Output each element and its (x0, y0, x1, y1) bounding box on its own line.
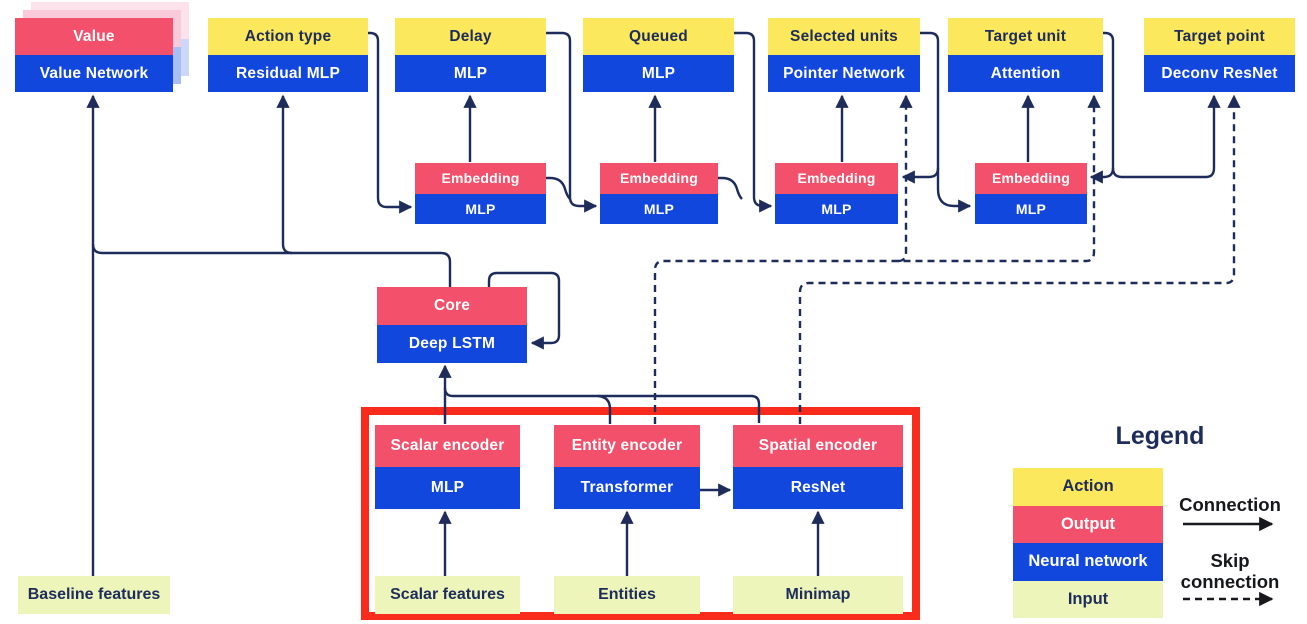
entity-encoder-block: Entity encoder Transformer (554, 425, 700, 509)
embedding-2-mlp-label: MLP (600, 193, 718, 224)
skip-spatial-to-deconv (798, 94, 1241, 424)
legend-swatches: Action Output Neural network Input (1013, 468, 1163, 618)
input-entities: Entities (554, 576, 700, 614)
legend-item-input: Input (1013, 580, 1163, 618)
transformer-label: Transformer (554, 467, 700, 509)
resnet-label: ResNet (733, 467, 903, 509)
target-unit-label: Target unit (948, 18, 1103, 55)
conn-emb1-out-merge (546, 176, 571, 200)
delay-mlp-label: MLP (395, 55, 546, 92)
legend-item-network: Neural network (1013, 543, 1163, 581)
conn-target-unit-to-deconv (1111, 94, 1221, 179)
conn-target-unit-down (1103, 31, 1115, 168)
selected-units-label: Selected units (768, 18, 920, 55)
core-label: Core (377, 287, 527, 325)
legend-skip-connection-label: Skip connection (1180, 550, 1280, 593)
embedding-3-label: Embedding (775, 163, 898, 194)
head-target-point: Target point Deconv ResNet (1144, 18, 1295, 92)
conn-encoder-rail (443, 387, 761, 423)
spatial-encoder-label: Spatial encoder (733, 425, 903, 467)
highlight-box (361, 407, 920, 620)
head-queued: Queued MLP (583, 18, 734, 92)
target-point-label: Target point (1144, 18, 1295, 55)
value-output-label: Value (15, 18, 173, 55)
embedding-1-label: Embedding (415, 163, 546, 194)
conn-core-to-left-rail (91, 243, 452, 287)
embedding-1-mlp-label: MLP (415, 193, 546, 224)
delay-label: Delay (395, 18, 546, 55)
conn-rail-to-action-type (276, 94, 293, 255)
embedding-1: Embedding MLP (415, 163, 546, 224)
input-baseline-features: Baseline features (18, 576, 170, 614)
conn-selected-units-down (920, 31, 940, 168)
legend-title: Legend (1115, 422, 1205, 450)
head-action-type: Action type Residual MLP (208, 18, 368, 92)
skip-entity-to-pointer (897, 94, 913, 263)
conn-delay-to-emb2 (546, 31, 598, 213)
skip-entity-to-attention (653, 94, 1101, 424)
conn-selected-units-to-emb4 (936, 168, 972, 213)
spatial-encoder-block: Spatial encoder ResNet (733, 425, 903, 509)
legend-connection-label: Connection (1179, 494, 1281, 515)
queued-mlp-label: MLP (583, 55, 734, 92)
conn-queued-to-emb3 (734, 31, 773, 213)
head-delay: Delay MLP (395, 18, 546, 92)
head-selected-units: Selected units Pointer Network (768, 18, 920, 92)
pointer-network-label: Pointer Network (768, 55, 920, 92)
legend-item-output: Output (1013, 505, 1163, 543)
scalar-encoder-block: Scalar encoder MLP (375, 425, 520, 509)
conn-entity-merge (597, 394, 612, 424)
attention-label: Attention (948, 55, 1103, 92)
embedding-4: Embedding MLP (975, 163, 1087, 224)
residual-mlp-label: Residual MLP (208, 55, 368, 92)
legend-item-action: Action (1013, 468, 1163, 506)
conn-action-type-to-emb1 (368, 31, 413, 214)
embedding-4-label: Embedding (975, 163, 1087, 194)
deep-lstm-label: Deep LSTM (377, 325, 527, 363)
embedding-3-mlp-label: MLP (775, 193, 898, 224)
queued-label: Queued (583, 18, 734, 55)
scalar-encoder-label: Scalar encoder (375, 425, 520, 467)
embedding-4-mlp-label: MLP (975, 193, 1087, 224)
entity-encoder-label: Entity encoder (554, 425, 700, 467)
action-type-label: Action type (208, 18, 368, 55)
value-network-label: Value Network (15, 55, 173, 92)
conn-core-loop (487, 271, 561, 350)
scalar-mlp-label: MLP (375, 467, 520, 509)
conn-selected-units-to-emb3 (901, 167, 940, 184)
input-scalar-features: Scalar features (375, 576, 520, 614)
core-block: Core Deep LSTM (377, 287, 527, 363)
conn-emb2-out-merge (718, 176, 743, 200)
head-value: Value Value Network (15, 18, 173, 92)
embedding-2-label: Embedding (600, 163, 718, 194)
embedding-2: Embedding MLP (600, 163, 718, 224)
deconv-resnet-label: Deconv ResNet (1144, 55, 1295, 92)
head-target-unit: Target unit Attention (948, 18, 1103, 92)
input-minimap: Minimap (733, 576, 903, 614)
embedding-3: Embedding MLP (775, 163, 898, 224)
